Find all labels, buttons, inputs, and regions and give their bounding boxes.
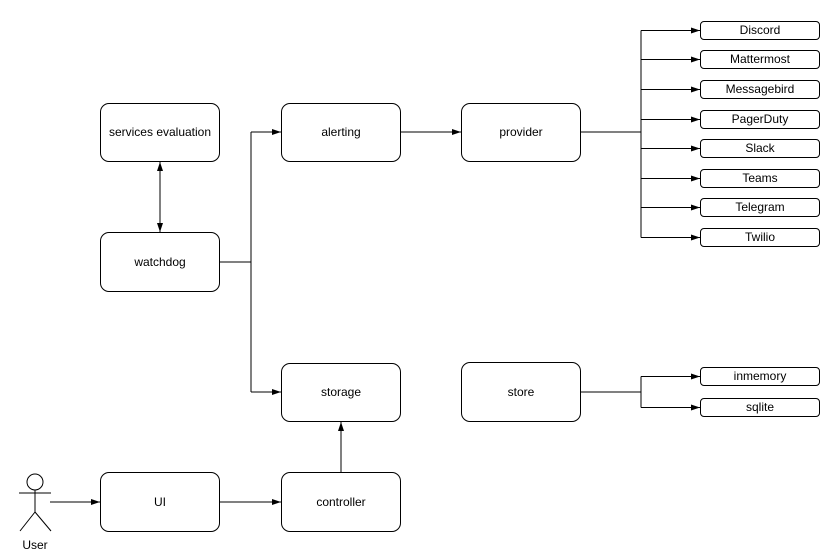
node-controller: controller	[281, 472, 401, 532]
edge-watchdog-branch	[220, 132, 252, 392]
node-provider: provider	[461, 103, 581, 162]
edge-provider-fanout	[581, 30, 642, 238]
node-storage: storage	[281, 363, 401, 422]
node-provider-mattermost: Mattermost	[700, 50, 820, 69]
node-alerting: alerting	[281, 103, 401, 162]
node-store-inmemory: inmemory	[700, 367, 820, 386]
node-services-evaluation: services evaluation	[100, 103, 220, 162]
node-provider-telegram: Telegram	[700, 198, 820, 217]
node-store-sqlite: sqlite	[700, 398, 820, 417]
node-provider-discord: Discord	[700, 21, 820, 40]
edge-store-fanout	[581, 376, 642, 408]
node-provider-twilio: Twilio	[700, 228, 820, 247]
node-provider-slack: Slack	[700, 139, 820, 158]
user-actor-icon	[19, 473, 52, 532]
node-store: store	[461, 362, 581, 422]
node-provider-pagerduty: PagerDuty	[700, 110, 820, 129]
node-provider-messagebird: Messagebird	[700, 80, 820, 99]
user-actor-label: User	[22, 538, 48, 552]
node-watchdog: watchdog	[100, 232, 220, 292]
node-ui: UI	[100, 472, 220, 532]
node-provider-teams: Teams	[700, 169, 820, 188]
